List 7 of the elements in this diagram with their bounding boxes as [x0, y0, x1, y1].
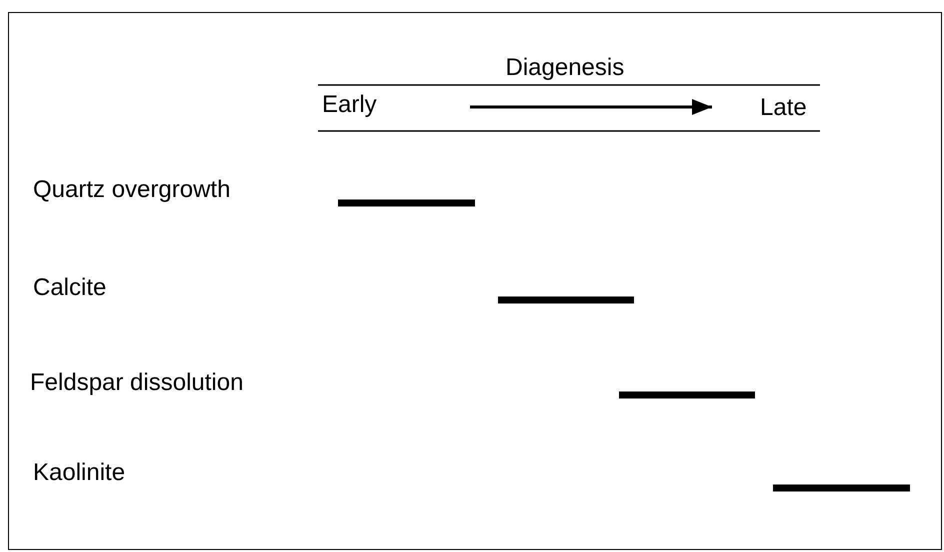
axis-label: Early	[322, 91, 377, 119]
axis-title: Diagenesis	[506, 54, 624, 82]
row-label: Quartz overgrowth	[33, 176, 230, 204]
row-label: Feldspar dissolution	[30, 369, 244, 397]
axis-label: Late	[760, 94, 807, 122]
row-label: Kaolinite	[33, 459, 126, 487]
row-label: Calcite	[33, 274, 106, 302]
